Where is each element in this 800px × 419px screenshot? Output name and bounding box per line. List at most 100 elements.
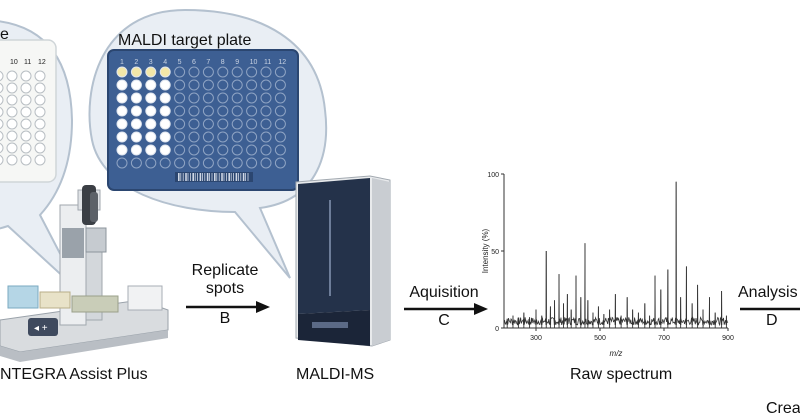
barcode-bar <box>194 173 196 181</box>
well <box>34 70 46 82</box>
plate-spot <box>260 144 272 156</box>
plate-spot <box>145 79 157 91</box>
plate-spot <box>159 66 171 78</box>
plate-spot <box>145 157 157 169</box>
step-b-word-2: spots <box>205 280 245 297</box>
well <box>0 142 4 154</box>
plate-spot <box>246 131 258 143</box>
barcode-bar <box>180 173 182 181</box>
plate-spot <box>202 105 214 117</box>
robot-label: NTEGRA Assist Plus <box>0 366 148 383</box>
raw-spectrum-label: Raw spectrum <box>570 366 673 383</box>
plate-spot <box>145 92 157 104</box>
barcode-bar <box>218 173 220 181</box>
plate-spot <box>217 144 229 156</box>
x-tick-label: 500 <box>594 335 606 342</box>
plate-col-number: 12 <box>278 59 286 66</box>
step-c: Aquisition <box>396 284 492 302</box>
plate-spot <box>260 105 272 117</box>
step-d-word: Analysis <box>738 284 798 301</box>
plate-spot <box>202 66 214 78</box>
plate-spot <box>202 118 214 130</box>
plate-spot <box>116 66 128 78</box>
plate-spot <box>159 105 171 117</box>
plate-spot <box>246 157 258 169</box>
well-col-number: 12 <box>38 59 46 66</box>
step-d-letter: D <box>766 312 778 329</box>
plate-spot <box>260 118 272 130</box>
plate-spot <box>246 79 258 91</box>
barcode-bar <box>178 173 180 181</box>
plate-spot <box>188 92 200 104</box>
plate-spot <box>217 105 229 117</box>
svg-text:◂ +: ◂ + <box>34 323 48 334</box>
step-d: Analysis <box>738 284 800 302</box>
maldi-ms-instrument <box>295 175 391 347</box>
plate-spot <box>174 66 186 78</box>
well <box>0 106 4 118</box>
well <box>20 142 32 154</box>
arrow-c-icon <box>404 303 488 315</box>
step-b: Replicate spots <box>180 262 270 298</box>
well <box>6 118 18 130</box>
plate-spot <box>217 118 229 130</box>
plate-spot <box>217 66 229 78</box>
plate-spot <box>116 157 128 169</box>
plate-spot <box>188 66 200 78</box>
plate-col-number: 8 <box>221 59 225 66</box>
plate-spot <box>260 79 272 91</box>
barcode-bar <box>190 173 191 181</box>
plate-spot <box>130 131 142 143</box>
plate-col-number: 11 <box>264 59 271 66</box>
well <box>6 94 18 106</box>
plate-spot <box>116 105 128 117</box>
plate-spot <box>202 131 214 143</box>
plate-spot <box>130 144 142 156</box>
well <box>34 118 46 130</box>
x-tick-label: 900 <box>722 335 734 342</box>
arrow-d-icon <box>740 307 800 311</box>
well-col-number: 11 <box>24 59 31 66</box>
plate-spot <box>231 131 243 143</box>
plate-col-number: 2 <box>134 59 138 66</box>
well <box>34 106 46 118</box>
plate-spot <box>260 66 272 78</box>
well <box>20 130 32 142</box>
plate-spot <box>274 66 286 78</box>
well <box>0 82 4 94</box>
well <box>20 118 32 130</box>
barcode-bar <box>245 173 246 181</box>
plate-spot <box>217 157 229 169</box>
barcode-bar <box>187 173 189 181</box>
plate-spot <box>231 66 243 78</box>
barcode-bar <box>230 173 232 181</box>
step-b-word-1: Replicate <box>191 262 259 279</box>
plate-spot <box>116 144 128 156</box>
y-tick-label: 100 <box>487 172 499 179</box>
plate-col-number: 4 <box>163 59 167 66</box>
barcode-bar <box>182 173 184 181</box>
well <box>34 142 46 154</box>
plate-spot <box>202 144 214 156</box>
plate-spot <box>246 92 258 104</box>
plate-col-number: 6 <box>192 59 196 66</box>
plate-col-number: 1 <box>120 59 124 66</box>
barcode-bar <box>206 173 209 181</box>
plate-spot <box>174 105 186 117</box>
plate-spot <box>231 157 243 169</box>
barcode-bar <box>197 173 198 181</box>
barcode-bar <box>228 173 230 181</box>
barcode-bar <box>235 173 238 181</box>
barcode-bar <box>199 173 202 181</box>
plate-spot <box>116 131 128 143</box>
well <box>6 130 18 142</box>
well <box>34 130 46 142</box>
plate-spot <box>274 131 286 143</box>
barcode-bar <box>233 173 234 181</box>
barcode-bar <box>226 173 227 181</box>
barcode-bar <box>223 173 225 181</box>
